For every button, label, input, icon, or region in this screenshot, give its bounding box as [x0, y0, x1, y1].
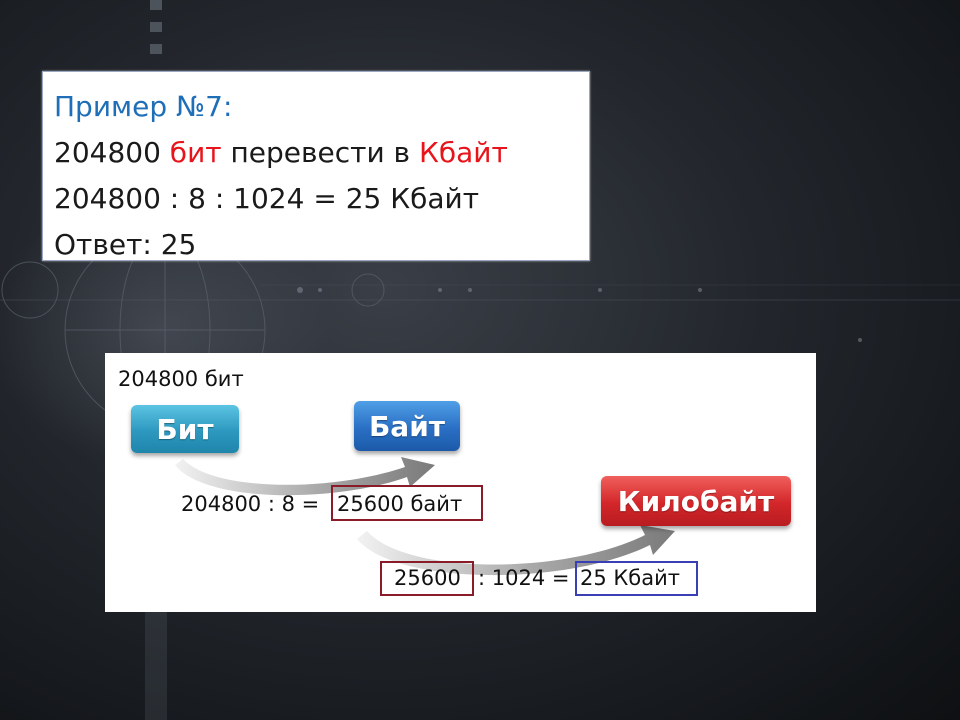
start-value-label: 204800 бит: [118, 367, 244, 391]
task-statement: 204800 бит перевести в Кбайт: [54, 130, 589, 176]
step1-result: 25600 байт: [337, 492, 463, 516]
step1-result-frame: [331, 485, 483, 521]
unit-to: Кбайт: [418, 136, 508, 169]
step2-result: 25 Кбайт: [580, 566, 681, 590]
step2-operand-frame: [380, 561, 474, 596]
kilobyte-button: Килобайт: [601, 476, 791, 526]
byte-button: Байт: [354, 401, 460, 451]
conversion-diagram: 204800 бит Бит Байт Килобайт 204800 : 8 …: [105, 353, 816, 612]
task-verb: перевести в: [230, 136, 411, 169]
unit-from: бит: [169, 136, 222, 169]
step2-expression: : 1024 =: [478, 566, 570, 590]
bit-button: Бит: [131, 405, 239, 453]
step2-result-frame: [575, 561, 698, 596]
step2-operand: 25600: [394, 566, 461, 590]
example-title: Пример №7:: [54, 90, 233, 123]
task-number: 204800: [54, 136, 161, 169]
answer-line: Ответ: 25: [54, 228, 197, 261]
calculation-line: 204800 : 8 : 1024 = 25 Кбайт: [54, 182, 480, 215]
example-box: Пример №7: 204800 бит перевести в Кбайт …: [42, 71, 590, 261]
step1-expression: 204800 : 8 =: [181, 492, 320, 516]
